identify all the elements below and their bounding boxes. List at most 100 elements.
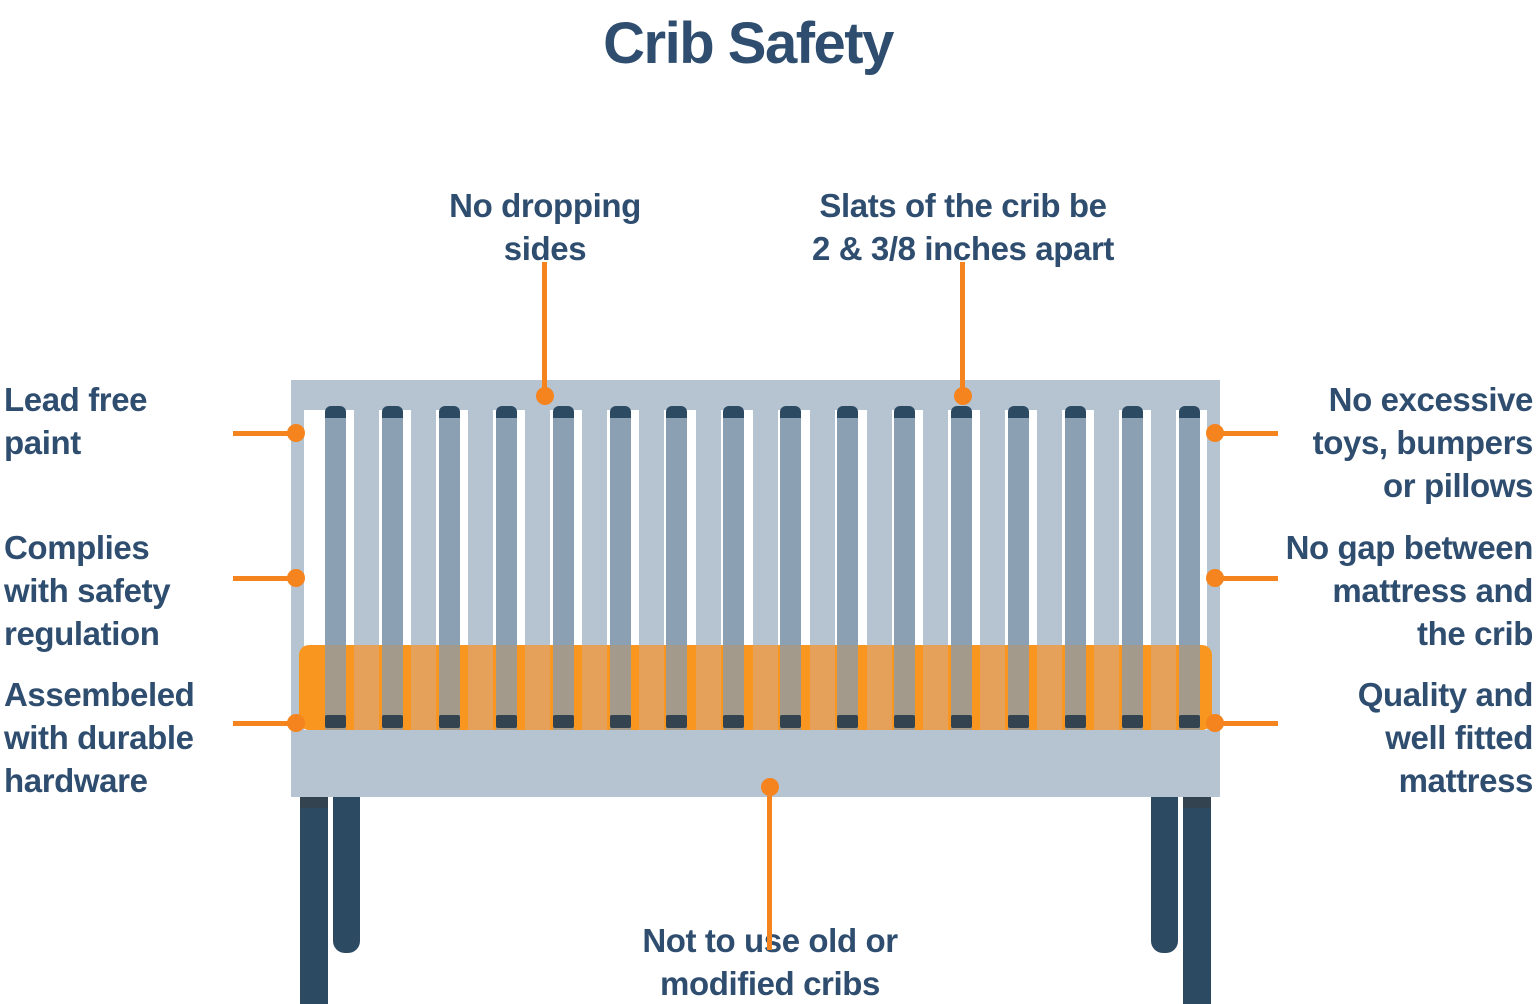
- connector-dot-not-old: [761, 778, 779, 796]
- mattress-slat-stripe: [325, 645, 346, 730]
- slat-bottom-cap: [609, 715, 631, 728]
- mattress-column-stripe: [695, 645, 721, 730]
- mattress-column-stripe: [752, 645, 778, 730]
- mattress-column-stripe: [468, 645, 494, 730]
- crib-slat-cap: [950, 406, 972, 418]
- crib-frame-column: [695, 380, 721, 645]
- slat-bottom-cap: [950, 715, 972, 728]
- crib-frame-column: [1094, 380, 1120, 645]
- slat-bottom-cap: [1007, 715, 1029, 728]
- crib-slat: [495, 416, 517, 645]
- crib-frame-column: [1037, 380, 1063, 645]
- mattress-slat-stripe: [1178, 645, 1200, 730]
- crib-slat-cap: [666, 406, 688, 418]
- label-no-dropping-sides: No dropping sides: [449, 187, 641, 267]
- crib-slat-cap: [780, 406, 802, 418]
- mattress-slat-stripe: [609, 645, 631, 730]
- crib-frame-column: [638, 380, 664, 645]
- connector-line-slats-apart: [960, 262, 965, 388]
- mattress-slat-stripe: [552, 645, 574, 730]
- label-lead-free-paint: Lead free paint: [4, 381, 148, 461]
- slat-bottom-cap: [438, 715, 460, 728]
- crib-slat: [894, 416, 915, 645]
- crib-slat: [1178, 416, 1200, 645]
- connector-line-not-old: [767, 796, 772, 950]
- slat-bottom-cap: [552, 715, 574, 728]
- crib-slat-cap: [1121, 406, 1143, 418]
- label-slats-apart: Slats of the crib be 2 & 3/8 inches apar…: [812, 187, 1114, 267]
- crib-slat: [723, 416, 745, 645]
- crib-slat-cap: [894, 406, 915, 418]
- crib-frame-column: [980, 380, 1006, 645]
- connector-dot-lead-free: [287, 424, 305, 442]
- crib-slat: [666, 416, 688, 645]
- slat-bottom-cap: [780, 715, 802, 728]
- crib-frame-column: [923, 380, 949, 645]
- connector-dot-assembled: [287, 714, 305, 732]
- crib-slat: [381, 416, 403, 645]
- mattress-column-stripe: [809, 645, 835, 730]
- crib-slat-cap: [325, 406, 346, 418]
- connector-dot-slats-apart: [954, 387, 972, 405]
- label-assembled-hardware: Assembeled with durable hardware: [4, 676, 195, 799]
- connector-line-lead-free: [233, 431, 291, 436]
- connector-line-complies: [233, 576, 291, 581]
- crib-slat-cap: [837, 406, 859, 418]
- mattress-slat-stripe: [666, 645, 688, 730]
- slat-bottom-cap: [381, 715, 403, 728]
- connector-line-quality: [1220, 721, 1278, 726]
- crib-slat: [438, 416, 460, 645]
- crib-illustration: [291, 380, 1220, 797]
- slat-bottom-cap: [894, 715, 915, 728]
- label-no-gap-mattress: No gap between mattress and the crib: [1285, 529, 1534, 652]
- crib-frame-column: [809, 380, 835, 645]
- crib-slat: [1064, 416, 1086, 645]
- slat-bottom-cap: [1178, 715, 1200, 728]
- mattress-slat-stripe: [950, 645, 972, 730]
- slat-bottom-cap: [1121, 715, 1143, 728]
- crib-frame-column: [411, 380, 437, 645]
- mattress-column-stripe: [980, 645, 1006, 730]
- connector-line-no-excessive: [1220, 431, 1278, 436]
- mattress-slat-stripe: [1121, 645, 1143, 730]
- mattress-slat-stripe: [723, 645, 745, 730]
- crib-slat: [1007, 416, 1029, 645]
- mattress-slat-stripe: [438, 645, 460, 730]
- crib-frame-column: [1151, 380, 1176, 645]
- mattress-slat-stripe: [837, 645, 859, 730]
- label-no-excessive-toys: No excessive toys, bumpers or pillows: [1312, 381, 1534, 504]
- crib-slat-cap: [552, 406, 574, 418]
- mattress-slat-stripe: [894, 645, 915, 730]
- slat-bottom-cap: [723, 715, 745, 728]
- connector-line-no-gap: [1220, 576, 1278, 581]
- crib-slat: [837, 416, 859, 645]
- mattress-column-stripe: [582, 645, 607, 730]
- mattress-slat-stripe: [495, 645, 517, 730]
- crib-leg-rear-right: [1151, 797, 1178, 953]
- crib-slat: [609, 416, 631, 645]
- mattress-column-stripe: [1151, 645, 1176, 730]
- mattress-column-stripe: [411, 645, 437, 730]
- mattress-column-stripe: [923, 645, 949, 730]
- crib-slat-cap: [438, 406, 460, 418]
- slat-bottom-cap: [837, 715, 859, 728]
- mattress-column-stripe: [354, 645, 380, 730]
- slat-bottom-cap: [495, 715, 517, 728]
- slat-bottom-cap: [666, 715, 688, 728]
- connector-dot-no-dropping: [536, 387, 554, 405]
- crib-slat: [950, 416, 972, 645]
- mattress-column-stripe: [866, 645, 892, 730]
- crib-frame-column: [582, 380, 607, 645]
- crib-slat: [780, 416, 802, 645]
- crib-frame-column: [354, 380, 380, 645]
- mattress-slat-stripe: [1064, 645, 1086, 730]
- crib-leg-rear-left: [333, 797, 360, 953]
- connector-dot-no-excessive: [1206, 424, 1224, 442]
- crib-bottom-rail: [291, 730, 1220, 797]
- crib-slat-cap: [723, 406, 745, 418]
- label-not-old-cribs: Not to use old or modified cribs: [642, 922, 898, 1002]
- mattress-slat-stripe: [381, 645, 403, 730]
- crib-slat: [552, 416, 574, 645]
- crib-frame-column: [752, 380, 778, 645]
